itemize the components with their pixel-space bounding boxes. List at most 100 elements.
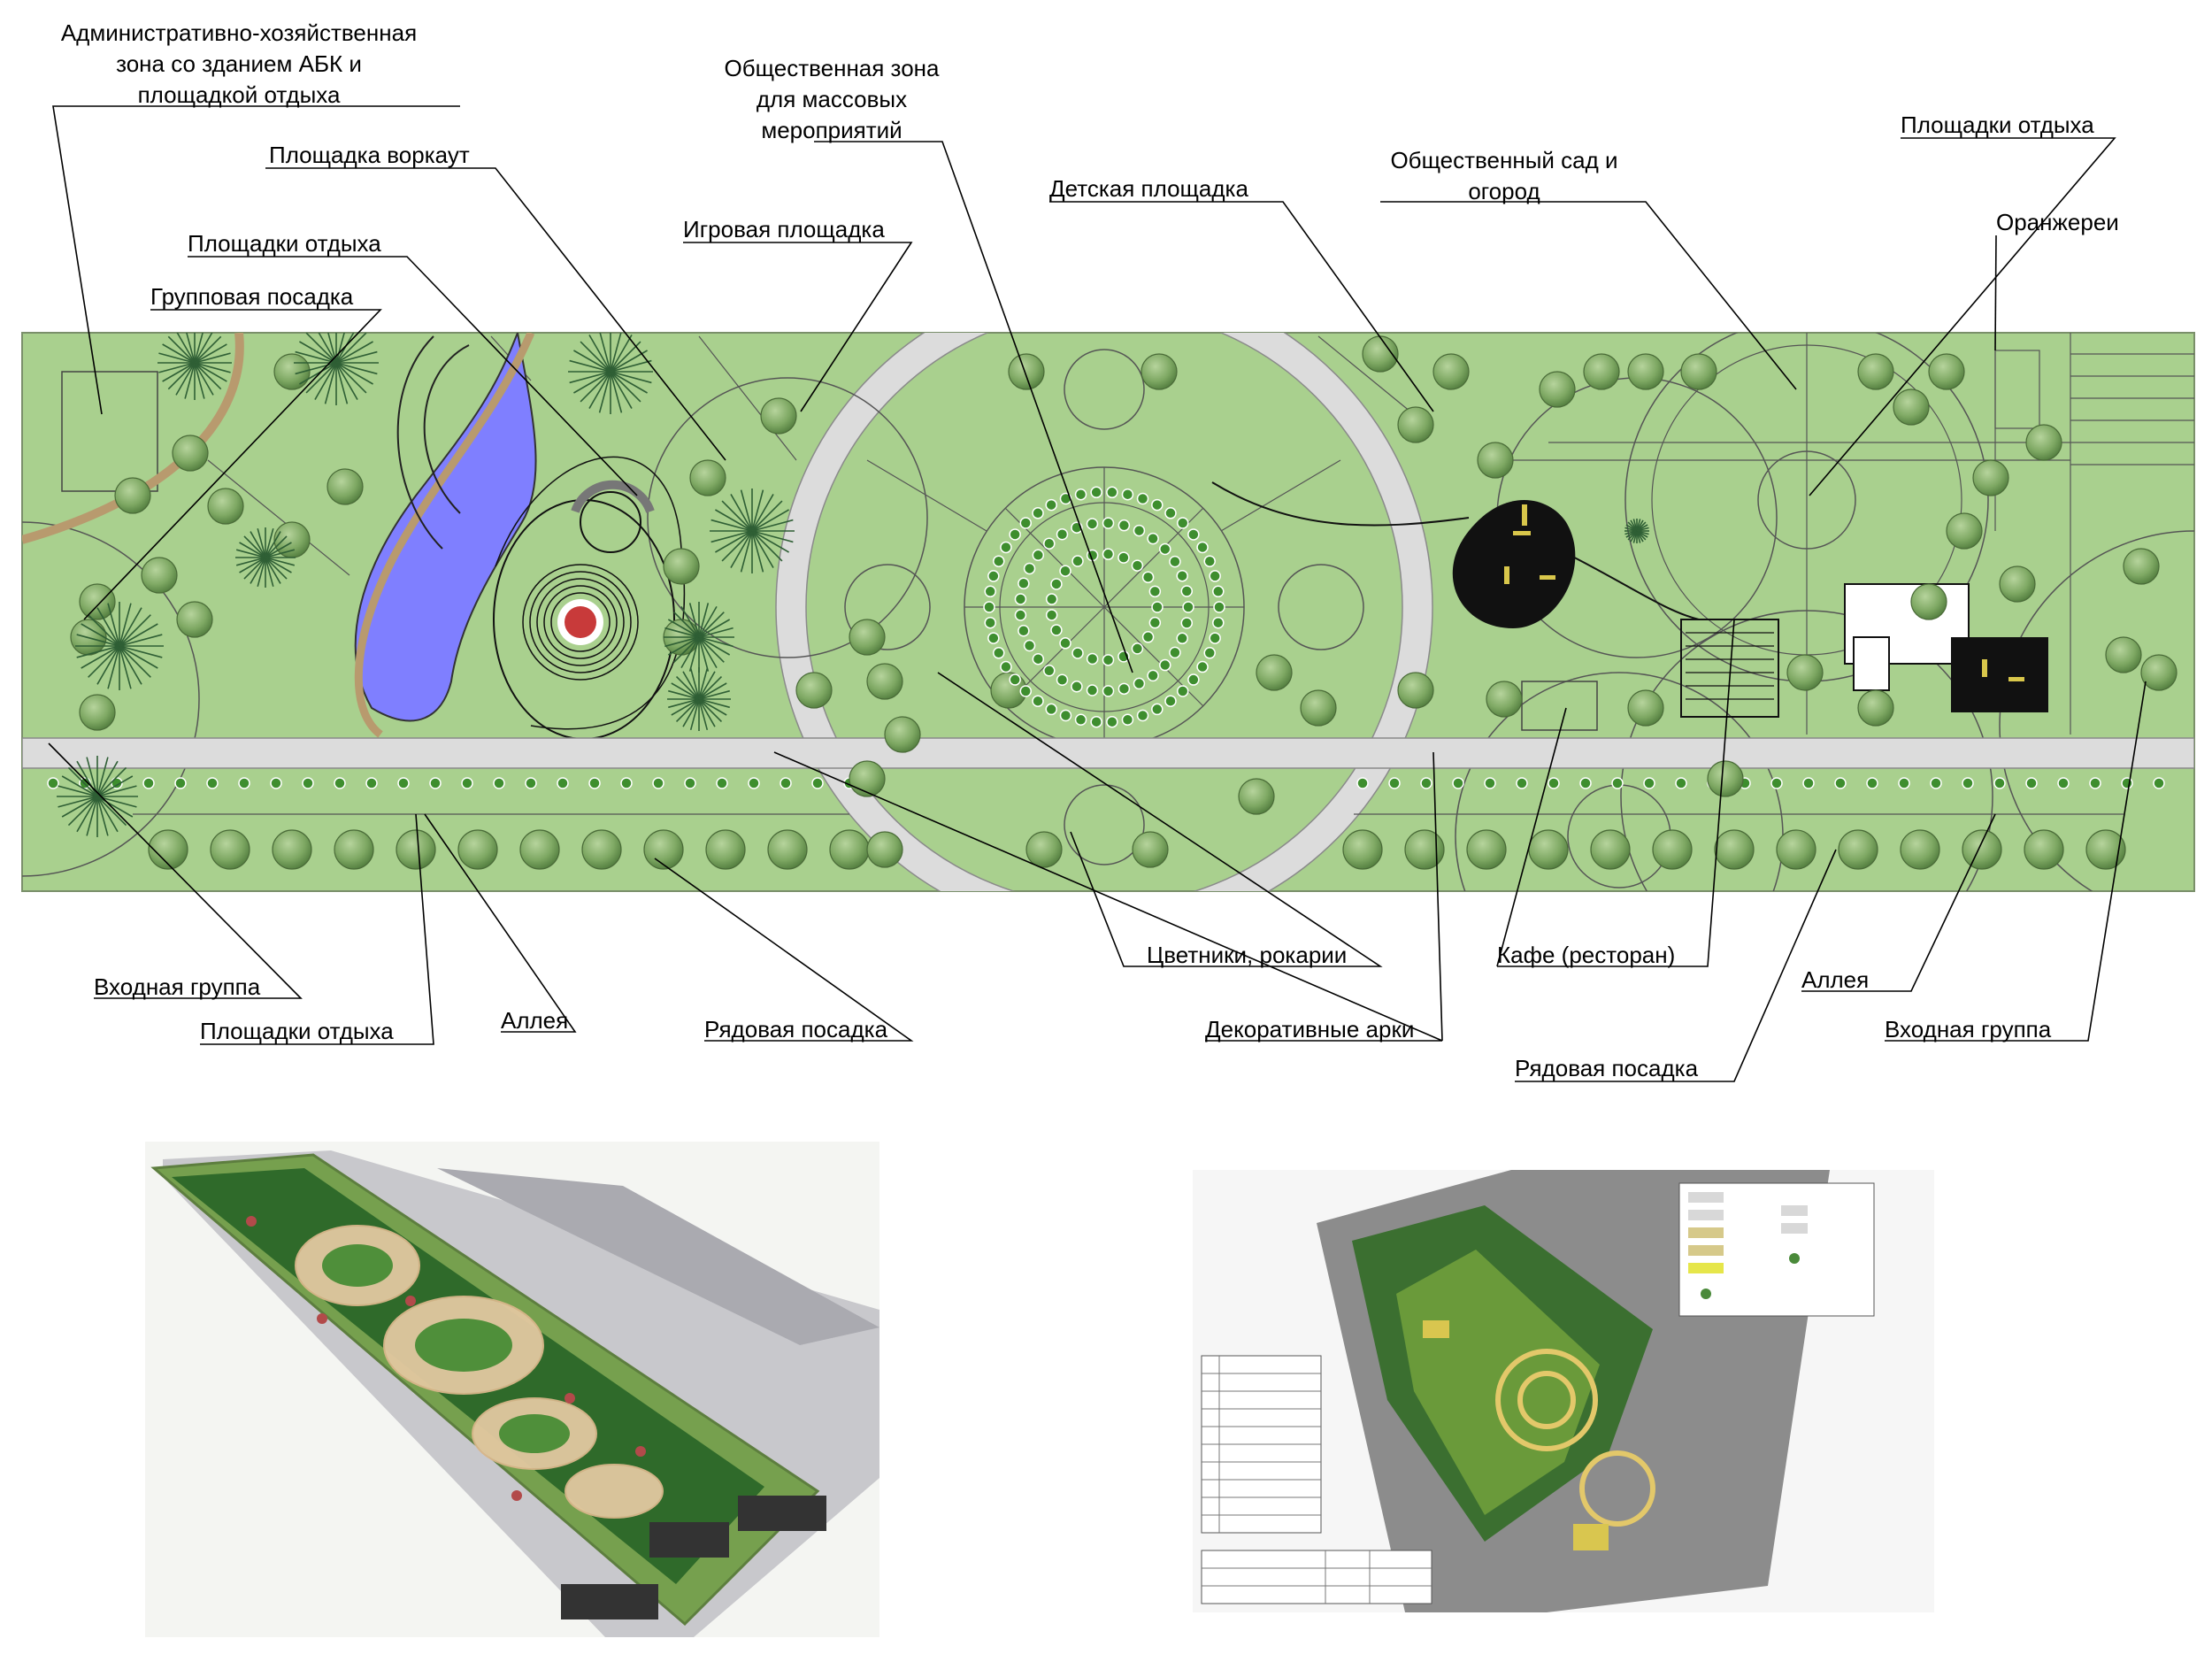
- label-rest-areas-top-left: Площадки отдыха: [188, 230, 381, 257]
- shrub-icon: [174, 777, 187, 789]
- shrub-icon: [1643, 777, 1655, 789]
- tree-crown-icon: [705, 829, 746, 870]
- shrub-icon: [1056, 673, 1069, 687]
- shrub-icon: [1099, 0, 1110, 5]
- conifer-starburst-icon: [157, 333, 232, 400]
- label-admin-zone: Административно-хозяйственная зона со зд…: [35, 18, 442, 111]
- shrub-icon: [206, 777, 219, 789]
- shrub-icon: [1930, 777, 1942, 789]
- shrub-icon: [1102, 685, 1115, 697]
- leader-row-planting-right: [1515, 849, 1837, 1082]
- shrub-icon: [1102, 654, 1115, 666]
- tree-crown-icon: [1857, 353, 1894, 390]
- shrub-icon: [1118, 682, 1131, 696]
- tree-crown-icon: [334, 829, 374, 870]
- shrub-icon: [1209, 632, 1221, 644]
- shrub-icon: [1121, 713, 1134, 727]
- tree-crown-icon: [1300, 689, 1337, 727]
- tree-crown-icon: [1141, 353, 1178, 390]
- shrub-icon: [1086, 518, 1099, 530]
- tree-crown-icon: [1857, 689, 1894, 727]
- tree-crown-icon: [2085, 829, 2126, 870]
- tree-crown-icon: [176, 601, 213, 638]
- shrub-icon: [811, 777, 824, 789]
- shrub-icon: [1131, 559, 1144, 572]
- shrub-icon: [1099, 0, 1110, 5]
- leader-alley-left: [424, 813, 577, 1033]
- tree-crown-icon: [273, 521, 311, 558]
- label-line: мероприятий: [761, 117, 902, 143]
- conifer-starburst-icon: [667, 667, 731, 731]
- tree-crown-icon: [457, 829, 498, 870]
- tree-crown-icon: [141, 557, 178, 594]
- shrub-icon: [1032, 549, 1045, 562]
- label-play-area: Игровая площадка: [683, 216, 885, 242]
- tree-layer: [47, 0, 2177, 870]
- shrub-icon: [984, 585, 996, 598]
- shrub-icon: [1086, 684, 1099, 696]
- label-greenhouses: Оранжереи: [1996, 209, 2119, 235]
- shrub-icon: [334, 777, 346, 789]
- shrub-icon: [2025, 777, 2038, 789]
- tree-crown-icon: [866, 831, 903, 868]
- shrub-icon: [1099, 0, 1110, 5]
- leader-rest-areas-top-right: [1809, 137, 2116, 496]
- tree-crown-icon: [79, 583, 116, 620]
- shrub-icon: [1148, 585, 1162, 598]
- shrub-icon: [1099, 0, 1110, 5]
- shrub-icon: [1071, 681, 1083, 693]
- tree-crown-icon: [1962, 829, 2002, 870]
- shrub-icon: [397, 777, 410, 789]
- shrub-icon: [1099, 0, 1110, 5]
- tree-crown-icon: [1928, 353, 1965, 390]
- shrub-icon: [1086, 652, 1099, 665]
- shrub-icon: [1099, 0, 1110, 5]
- tree-crown-icon: [1707, 760, 1744, 797]
- shrub-icon: [984, 616, 996, 629]
- tree-crown-icon: [643, 829, 684, 870]
- shrub-icon: [652, 777, 664, 789]
- tree-crown-icon: [1776, 829, 1816, 870]
- tree-crown-icon: [207, 488, 244, 525]
- shrub-icon: [1099, 0, 1110, 5]
- conifer-starburst-icon: [568, 333, 653, 414]
- shrub-icon: [2121, 777, 2133, 789]
- conifer-starburst-icon: [710, 489, 795, 573]
- shrub-icon: [1579, 777, 1592, 789]
- label-workout: Площадка воркаут: [269, 142, 470, 168]
- shrub-icon: [1099, 0, 1110, 5]
- shrub-icon: [1159, 658, 1171, 672]
- shrub-icon: [1043, 665, 1056, 677]
- shrub-icon: [525, 777, 537, 789]
- shrub-icon: [1032, 695, 1044, 707]
- shrub-icon: [1180, 585, 1194, 597]
- shrub-icon: [1099, 0, 1110, 5]
- shrub-icon: [1141, 571, 1155, 583]
- shrub-icon: [1071, 555, 1084, 567]
- tree-crown-icon: [1256, 654, 1293, 691]
- label-alley-right: Аллея: [1801, 966, 1870, 993]
- shrub-icon: [1099, 0, 1110, 5]
- label-line: Общественный сад и: [1390, 147, 1618, 173]
- tree-crown-icon: [689, 459, 726, 496]
- shrub-icon: [1099, 0, 1110, 5]
- label-line: Административно-хозяйственная: [60, 19, 418, 46]
- label-arches: Декоративные арки: [1205, 1016, 1415, 1042]
- shrub-icon: [1009, 673, 1021, 686]
- label-entrance-left: Входная группа: [94, 973, 261, 1000]
- shrub-icon: [1099, 0, 1110, 5]
- tree-crown-icon: [1893, 388, 1930, 426]
- label-line: огород: [1468, 178, 1540, 204]
- tree-crown-icon: [1972, 459, 2009, 496]
- tree-crown-icon: [1025, 831, 1063, 868]
- shrub-icon: [780, 777, 792, 789]
- tree-crown-icon: [1838, 829, 1878, 870]
- tree-crown-icon: [760, 397, 797, 435]
- plan-sheet-image: [1193, 1170, 1934, 1612]
- shrub-icon: [1050, 578, 1063, 590]
- shrub-icon: [1203, 647, 1216, 659]
- shrub-icon: [1050, 624, 1063, 636]
- tree-crown-icon: [2025, 424, 2062, 461]
- shrub-icon: [1209, 570, 1221, 582]
- shrub-icon: [1074, 713, 1087, 727]
